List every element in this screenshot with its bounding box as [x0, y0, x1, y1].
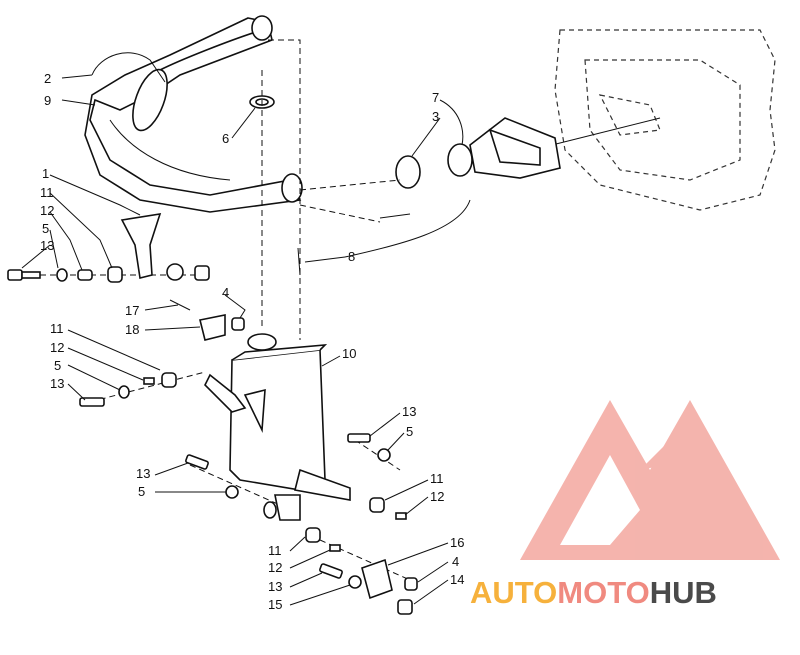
callout-11-a: 11	[40, 185, 54, 200]
watermark-text: AUTOMOTOHUB	[470, 575, 717, 610]
callout-12-a: 12	[40, 203, 54, 218]
callout-6: 6	[222, 131, 229, 146]
alignment-lines	[20, 39, 411, 581]
callout-4-a: 4	[222, 285, 229, 300]
callout-2: 2	[44, 71, 51, 86]
callout-11-c: 11	[430, 471, 444, 486]
callout-12-b: 12	[50, 340, 64, 355]
manifold-assembly	[395, 117, 561, 189]
spring-2	[91, 52, 166, 83]
callout-17: 17	[125, 303, 139, 318]
muffler-10	[204, 333, 351, 521]
mount-hardware-mid	[169, 299, 245, 341]
callout-9: 9	[44, 93, 51, 108]
springs-8	[297, 213, 411, 276]
exhaust-pipe	[84, 15, 303, 213]
callout-3: 3	[432, 109, 439, 124]
bracket-hardware-upper	[7, 213, 210, 283]
callout-13-c: 13	[402, 404, 416, 419]
callout-7: 7	[432, 90, 439, 105]
callout-4-b: 4	[452, 554, 459, 569]
callout-11-b: 11	[50, 321, 64, 336]
callout-14: 14	[450, 572, 464, 587]
callout-11-d: 11	[268, 543, 282, 558]
callout-10: 10	[342, 346, 356, 361]
callout-15: 15	[268, 597, 282, 612]
hardware-left	[79, 372, 177, 407]
hardware-right	[347, 433, 407, 520]
watermark-logo	[520, 400, 780, 560]
callout-13-d: 13	[136, 466, 150, 481]
callout-12-d: 12	[268, 560, 282, 575]
callout-5-b: 5	[54, 358, 61, 373]
callout-5-c: 5	[406, 424, 413, 439]
hardware-lower	[185, 454, 418, 615]
leader-lines	[21, 74, 471, 606]
callout-18: 18	[125, 322, 139, 337]
callout-5-d: 5	[138, 484, 145, 499]
callout-13-b: 13	[50, 376, 64, 391]
callout-12-c: 12	[430, 489, 444, 504]
callout-13-e: 13	[268, 579, 282, 594]
engine-outline	[539, 29, 776, 211]
callout-8: 8	[348, 249, 355, 264]
callout-16: 16	[450, 535, 464, 550]
callout-1: 1	[42, 166, 49, 181]
callout-13-a: 13	[40, 238, 54, 253]
callouts: 2 9 6 7 3 8 1 11 12 5 13 4 17 18 10 11 1…	[40, 71, 464, 612]
callout-5-a: 5	[42, 221, 49, 236]
